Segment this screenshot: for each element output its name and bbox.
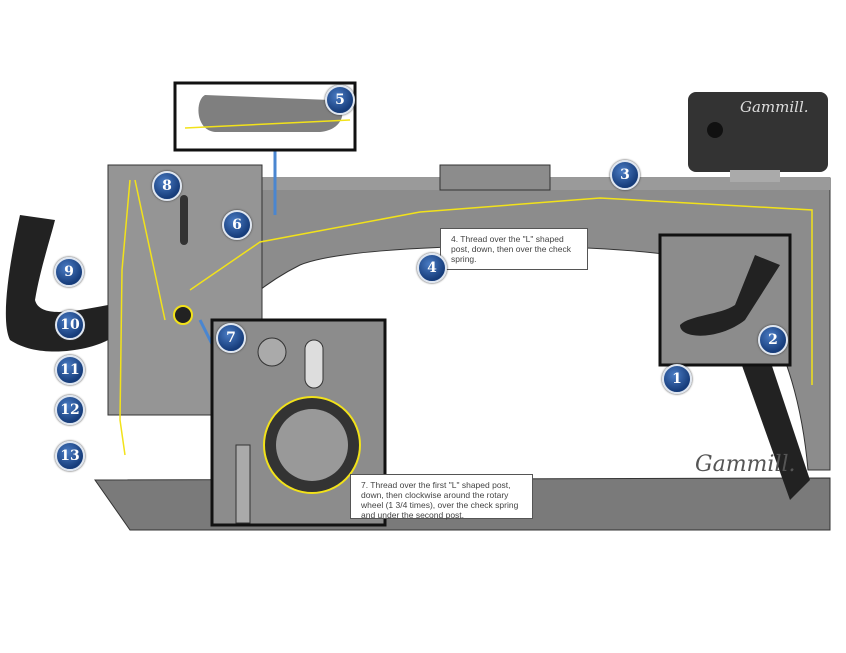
step-8-badge: 8 — [152, 171, 182, 201]
step-7-note: 7. Thread over the first "L" shaped post… — [350, 474, 533, 520]
step-3-badge: 3 — [610, 160, 640, 190]
brand-logo-motor: Gammill. — [740, 98, 809, 116]
step-12-badge: 12 — [55, 395, 85, 425]
step-4-note: 4. Thread over the "L" shaped post, down… — [440, 228, 588, 270]
step-13-badge: 13 — [55, 441, 85, 471]
step-7-badge: 7 — [216, 323, 246, 353]
step-9-badge: 9 — [54, 257, 84, 287]
brand-logo-body: Gammill. — [695, 452, 796, 477]
step-11-badge: 11 — [55, 355, 85, 385]
step-10-badge: 10 — [55, 310, 85, 340]
step-5-badge: 5 — [325, 85, 355, 115]
step-2-badge: 2 — [758, 325, 788, 355]
step-4-badge: 4 — [417, 253, 447, 283]
step-1-badge: 1 — [662, 364, 692, 394]
step-6-badge: 6 — [222, 210, 252, 240]
